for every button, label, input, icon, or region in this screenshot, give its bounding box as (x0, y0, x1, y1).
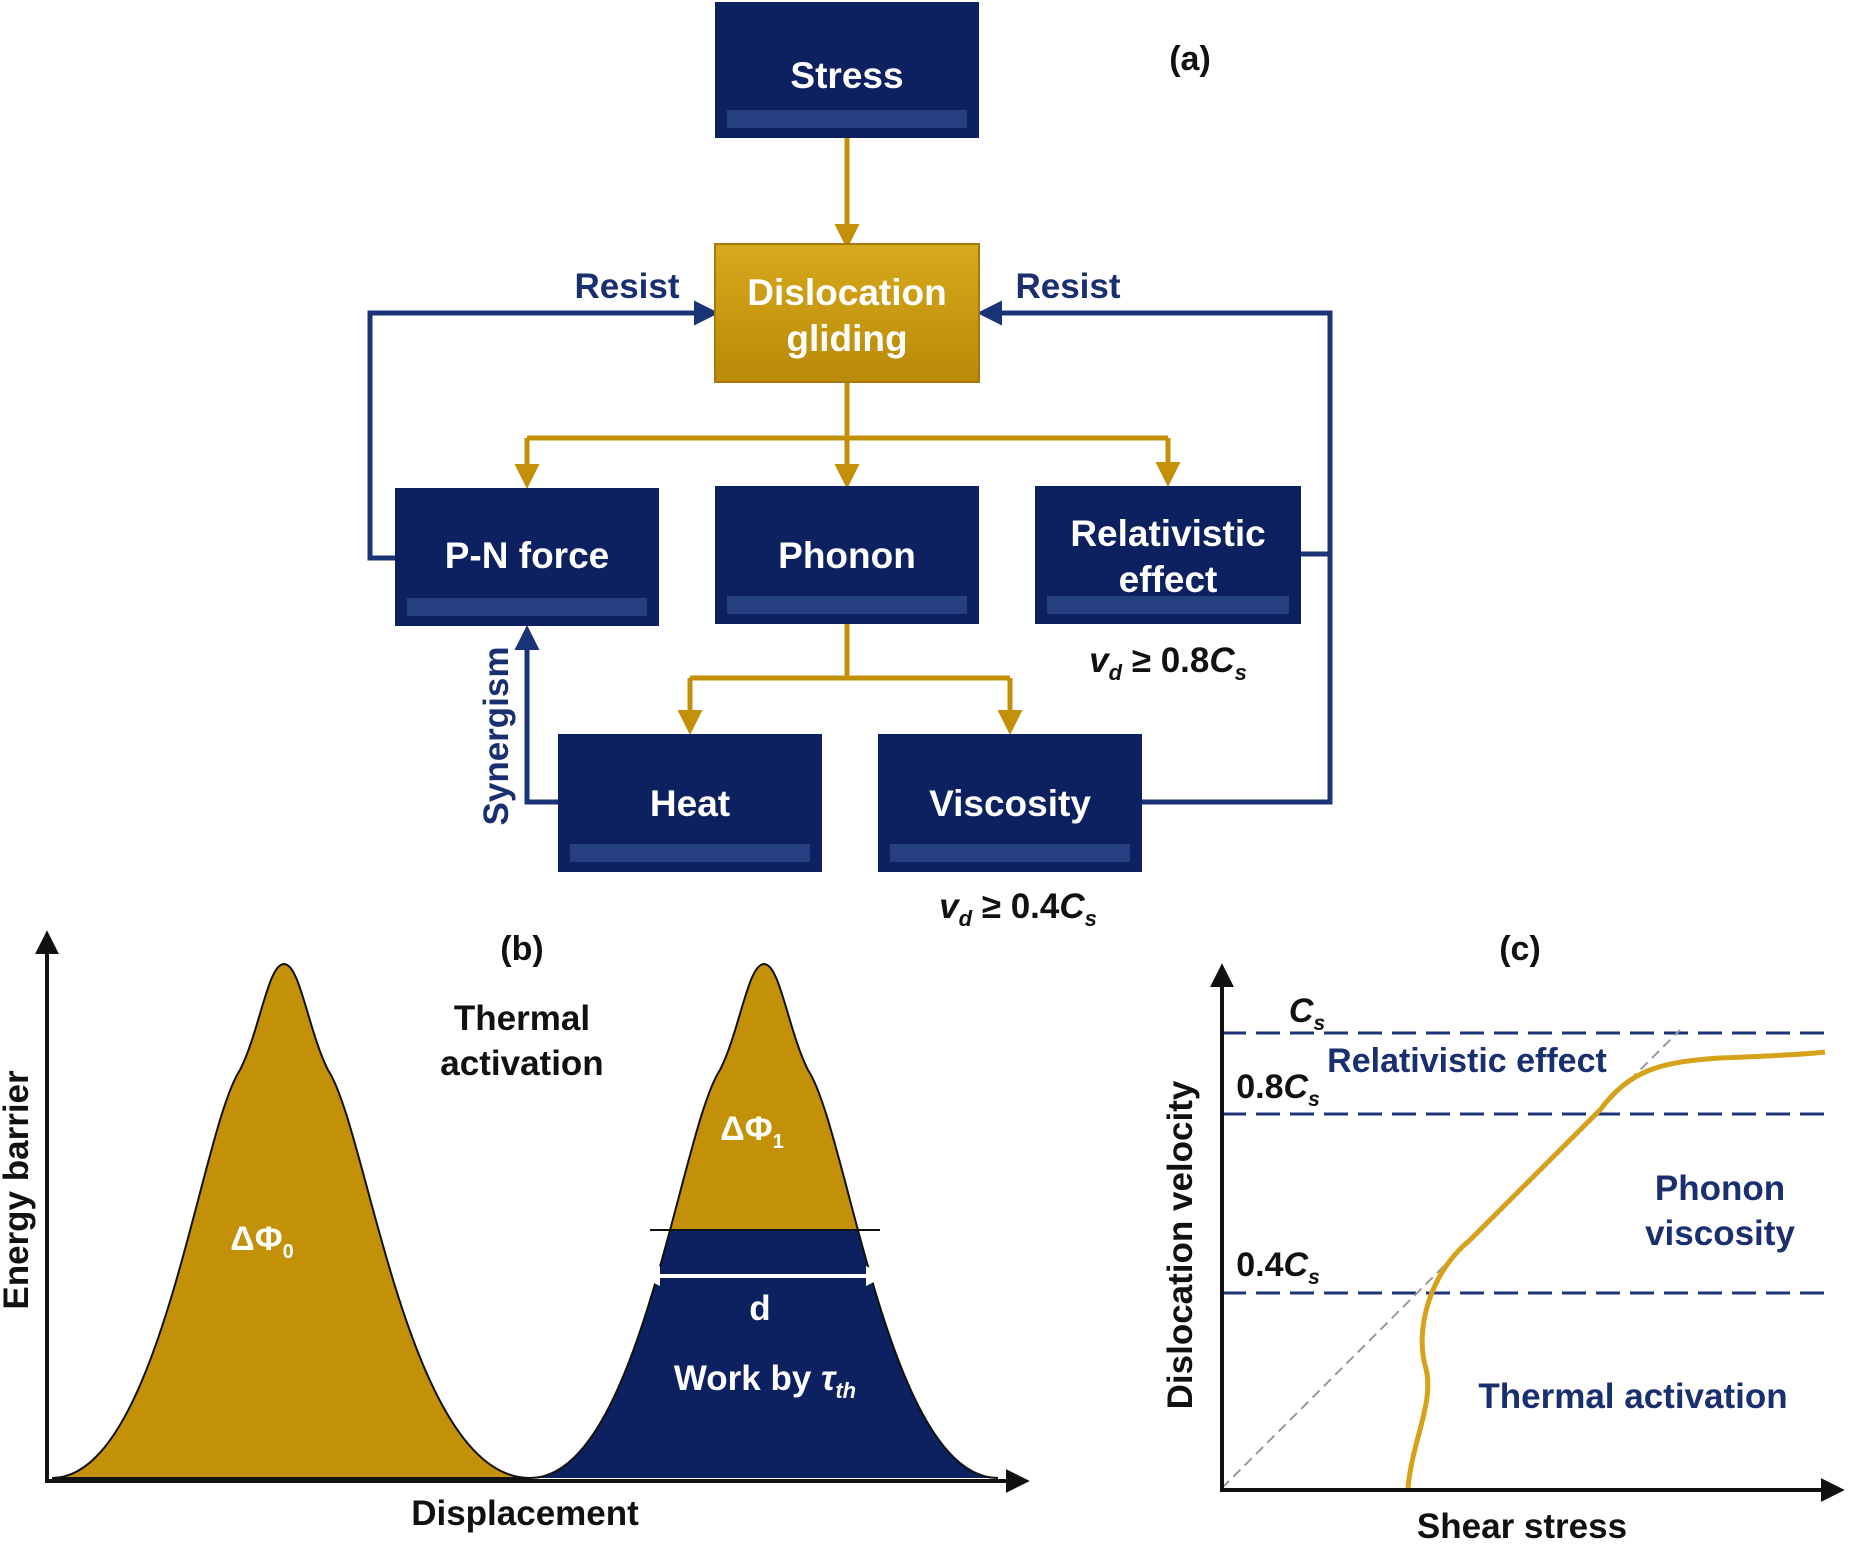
condition-viscosity: vd ≥ 0.4Cs (939, 887, 1097, 931)
panel-c-label: (c) (1499, 930, 1541, 968)
barrier-0-label: ΔΦ0 (230, 1220, 293, 1263)
width-arrow (640, 1266, 886, 1286)
gold-connectors (514, 138, 1181, 735)
work-label: Work by τth (674, 1359, 856, 1403)
box-viscosity: Viscosity (878, 734, 1142, 872)
box-pn-force-label: P-N force (445, 535, 609, 576)
panel-c-y-axis-label: Dislocation velocity (1161, 1080, 1200, 1409)
region-phonon-line1: Phonon (1655, 1169, 1785, 1208)
region-thermal-label: Thermal activation (1478, 1377, 1787, 1416)
box-phonon: Phonon (715, 486, 979, 624)
thermal-title-line2: activation (440, 1044, 603, 1083)
resist-right-label: Resist (1015, 267, 1120, 306)
box-pn-force: P-N force (395, 488, 659, 626)
box-relativistic-line1: Relativistic (1070, 513, 1265, 554)
box-viscosity-label: Viscosity (929, 783, 1091, 824)
width-label: d (749, 1289, 770, 1328)
box-dislocation-line1: Dislocation (747, 272, 946, 313)
panel-c-x-axis-label: Shear stress (1417, 1507, 1627, 1541)
level-cs-label: Cs (1289, 992, 1325, 1035)
velocity-curve (1405, 1049, 1826, 1489)
panel-b-x-axis-label: Displacement (411, 1494, 639, 1533)
condition-relativistic: vd ≥ 0.8Cs (1089, 641, 1247, 685)
panel-c: (c) Dislocation velocity Shear stress Cs… (1161, 930, 1845, 1546)
box-heat-label: Heat (650, 783, 730, 824)
box-relativistic-line2: effect (1119, 559, 1218, 600)
navy-connectors (367, 300, 1333, 805)
barrier-1-label: ΔΦ1 (720, 1110, 783, 1153)
region-phonon-line2: viscosity (1645, 1214, 1795, 1253)
level-08cs-label: 0.8Cs (1236, 1068, 1320, 1111)
resist-left-label: Resist (574, 267, 679, 306)
box-dislocation-gliding: Dislocation gliding (714, 243, 980, 383)
box-dislocation-line2: gliding (786, 318, 907, 359)
barrier-peak-1 (530, 964, 998, 1478)
box-relativistic-effect: Relativistic effect (1035, 486, 1301, 624)
panel-a-label: (a) (1169, 40, 1211, 78)
panel-b-label: (b) (500, 930, 543, 968)
barrier-peak-1-outline (529, 962, 999, 1479)
synergism-label: Synergism (477, 647, 516, 826)
level-04cs-label: 0.4Cs (1236, 1246, 1320, 1289)
thermal-title-line1: Thermal (454, 999, 590, 1038)
box-heat: Heat (558, 734, 822, 872)
box-stress-label: Stress (790, 55, 903, 96)
box-stress: Stress (715, 2, 979, 138)
panel-b-y-axis-label: Energy barrier (0, 1070, 36, 1310)
region-relativistic-label: Relativistic effect (1327, 1042, 1607, 1080)
barrier-peak-0 (51, 962, 531, 1479)
panel-a: (a) Stress Disl (367, 2, 1333, 931)
panel-b: (b) Energy barrier Displacement Thermal … (0, 930, 1030, 1533)
box-phonon-label: Phonon (778, 535, 916, 576)
